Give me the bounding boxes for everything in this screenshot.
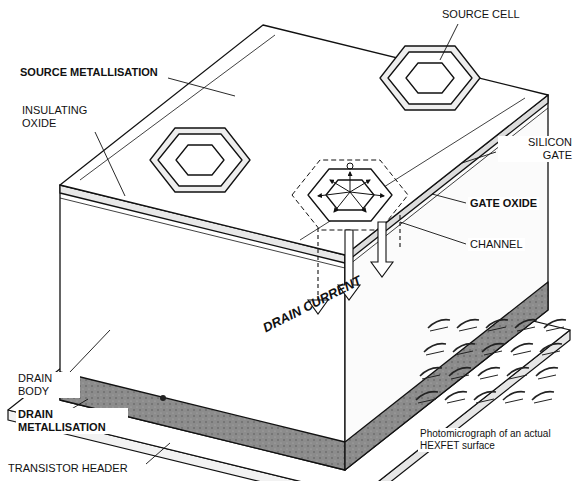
cell-arc bbox=[449, 368, 471, 376]
part-label: TRANSISTOR HEADER bbox=[6, 462, 130, 475]
cell-arc bbox=[509, 375, 527, 379]
cell-arc bbox=[484, 351, 502, 355]
cell-arc bbox=[426, 351, 444, 355]
cell-arc bbox=[542, 351, 560, 355]
cell-arc bbox=[457, 320, 479, 328]
cell-arc bbox=[445, 392, 467, 400]
cell-arc bbox=[511, 344, 533, 352]
caption-text: Photomicrograph of an actual HEXFET surf… bbox=[418, 428, 572, 452]
photomicrograph bbox=[416, 320, 566, 403]
cell-arc bbox=[447, 399, 465, 403]
part-label: SOURCE METALLISATION bbox=[18, 66, 160, 79]
cell-arc bbox=[544, 320, 566, 328]
cell-arc bbox=[478, 368, 500, 376]
leader-lines bbox=[60, 24, 496, 464]
part-label: SILICON GATE bbox=[498, 136, 574, 162]
cell-arc bbox=[538, 375, 556, 379]
cell-arc bbox=[546, 327, 564, 331]
source-metallisation bbox=[60, 25, 548, 255]
part-label: INSULATING OXIDE bbox=[20, 104, 110, 130]
cell-arc bbox=[488, 327, 506, 331]
cell-arc bbox=[503, 392, 525, 400]
cell-arc bbox=[507, 368, 529, 376]
cell-arc bbox=[416, 392, 438, 400]
cell-arc bbox=[428, 320, 450, 328]
cell-arc bbox=[476, 399, 494, 403]
cell-arc bbox=[540, 344, 562, 352]
drain-body bbox=[60, 25, 548, 470]
cell-arc bbox=[486, 320, 508, 328]
cell-arc bbox=[513, 351, 531, 355]
cell-arc bbox=[480, 375, 498, 379]
cell-arc bbox=[422, 375, 440, 379]
source-cell bbox=[150, 46, 480, 221]
cell-arc bbox=[424, 344, 446, 352]
part-label: DRAIN METALLISATION bbox=[16, 408, 128, 434]
cell-arc bbox=[451, 375, 469, 379]
cell-arc bbox=[505, 399, 523, 403]
part-label: GATE OXIDE bbox=[468, 197, 539, 210]
part-label: SOURCE CELL bbox=[440, 8, 522, 21]
cell-arc bbox=[534, 399, 552, 403]
cell-arc bbox=[515, 320, 537, 328]
cell-arc bbox=[420, 368, 442, 376]
channel-region bbox=[292, 160, 408, 230]
cell-arc bbox=[455, 351, 473, 355]
part-label: CHANNEL bbox=[468, 238, 525, 251]
cell-arc bbox=[459, 327, 477, 331]
cell-arc bbox=[430, 327, 448, 331]
cell-arc bbox=[474, 392, 496, 400]
cell-arc bbox=[418, 399, 436, 403]
cell-arc bbox=[532, 392, 554, 400]
cell-arc bbox=[453, 344, 475, 352]
cell-arc bbox=[517, 327, 535, 331]
part-label: DRAIN BODY bbox=[16, 372, 80, 398]
cell-arc bbox=[482, 344, 504, 352]
cell-arc bbox=[536, 368, 558, 376]
